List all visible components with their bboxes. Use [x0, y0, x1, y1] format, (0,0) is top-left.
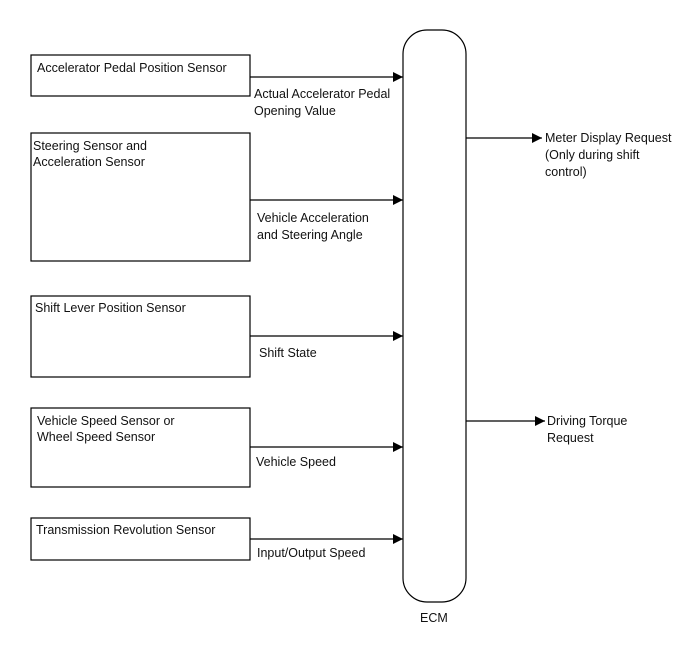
sensor-box-vehicle-speed — [30, 407, 251, 488]
output-label-driving-torque: Driving Torque Request — [547, 413, 627, 447]
sensor-label-line: Shift Lever Position Sensor — [35, 301, 186, 315]
signal-label-line: and Steering Angle — [257, 228, 363, 242]
sensor-label-line: Acceleration Sensor — [33, 155, 145, 169]
ecm-label: ECM — [420, 611, 448, 625]
sensor-label-accelerator-pedal: Accelerator Pedal Position Sensor — [37, 60, 227, 76]
sensor-label-shift-lever: Shift Lever Position Sensor — [35, 300, 186, 316]
signal-label-transmission: Input/Output Speed — [257, 545, 365, 562]
output-label-line: Driving Torque — [547, 414, 628, 428]
signal-label-vehicle-speed: Vehicle Speed — [256, 454, 336, 471]
sensor-box-transmission-revolution — [30, 517, 251, 561]
output-label-line: (Only during shift — [545, 148, 640, 162]
signal-label-line: Shift State — [259, 346, 317, 360]
signal-label-steering: Vehicle Acceleration and Steering Angle — [257, 210, 369, 244]
signal-label-line: Opening Value — [254, 104, 336, 118]
output-label-line: Request — [547, 431, 594, 445]
sensor-box-accelerator-pedal — [30, 54, 251, 97]
output-label-line: control) — [545, 165, 587, 179]
signal-label-shift: Shift State — [259, 345, 317, 362]
sensor-box-steering-acceleration — [30, 132, 251, 262]
sensor-label-line: Wheel Speed Sensor — [37, 430, 156, 444]
sensor-label-line: Accelerator Pedal Position Sensor — [37, 61, 227, 75]
sensor-box-shift-lever — [30, 295, 251, 378]
signal-label-accelerator: Actual Accelerator Pedal Opening Value — [254, 86, 390, 120]
output-label-meter-display: Meter Display Request (Only during shift… — [545, 130, 671, 181]
sensor-label-line: Transmission Revolution Sensor — [36, 523, 216, 537]
signal-label-line: Actual Accelerator Pedal — [254, 87, 391, 101]
sensor-label-line: Steering Sensor and — [33, 139, 147, 153]
ecm-block — [402, 29, 467, 603]
sensor-label-line: Vehicle Speed Sensor or — [37, 414, 175, 428]
sensor-label-transmission-revolution: Transmission Revolution Sensor — [36, 522, 215, 538]
signal-label-line: Vehicle Acceleration — [257, 211, 369, 225]
output-label-line: Meter Display Request — [545, 131, 672, 145]
sensor-label-steering-acceleration: Steering Sensor and Acceleration Sensor — [33, 138, 147, 170]
signal-label-line: Input/Output Speed — [257, 546, 366, 560]
sensor-label-vehicle-speed: Vehicle Speed Sensor or Wheel Speed Sens… — [37, 413, 175, 445]
signal-label-line: Vehicle Speed — [256, 455, 336, 469]
